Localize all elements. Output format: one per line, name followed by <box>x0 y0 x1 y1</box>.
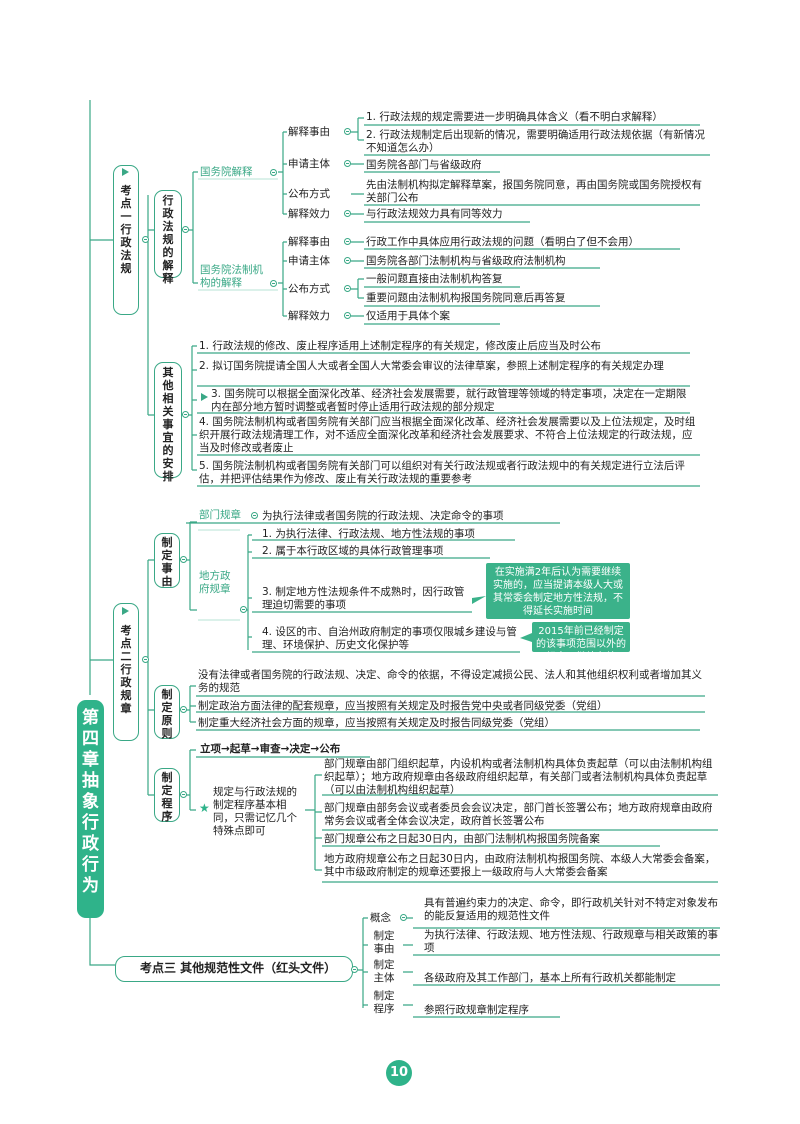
callout-df-item-3: 在实施满2年后认为需要继续实施的，应当提请本级人大或其常委会制定地方性法规，不得… <box>486 563 630 619</box>
fz-xl: 仅适用于具体个案 <box>366 310 450 322</box>
fz-fs-label: 公布方式 <box>288 283 330 295</box>
k1-interp-label: 行政法规的解释 <box>162 194 174 285</box>
collapse-icon[interactable] <box>142 656 149 663</box>
df-item-3: 3. 制定地方性法规条件不成熟时，因行政管理迫切需要的事项 <box>262 586 465 611</box>
gw-sy-label: 解释事由 <box>288 126 330 138</box>
principle-item-1: 没有法律或者国务院的行政法规、决定、命令的依据，不得设定减损公民、法人和其他组织… <box>198 669 702 694</box>
other-item-5: 5. 国务院法制机构或者国务院有关部门可以组织对有关行政法规或者行政法规中的有关… <box>199 460 685 485</box>
procedure-item-4: 地方政府规章公布之日起30日内，由政府法制机构报国务院、本级人大常委会备案，其中… <box>324 853 716 878</box>
df-label: 地方政府规章 <box>199 570 231 595</box>
collapse-icon[interactable] <box>344 285 351 292</box>
fz-xl-label: 解释效力 <box>288 310 330 322</box>
collapse-icon[interactable] <box>400 914 407 921</box>
flag-icon <box>201 393 208 401</box>
fz-zt: 国务院各部门法制机构与省级政府法制机构 <box>366 255 566 267</box>
flag-icon <box>122 607 129 615</box>
k3-concept-text: 具有普遍约束力的决定、命令，即行政机关针对不特定对象发布的能反复适用的规范性文件 <box>424 897 718 922</box>
collapse-icon[interactable] <box>344 312 351 319</box>
chapter-title: 第四章 抽象行政行为 <box>82 708 99 896</box>
k3-subject-text: 各级政府及其工作部门，基本上所有行政机关都能制定 <box>424 972 676 984</box>
fz-fs-1: 一般问题直接由法制机构答复 <box>366 273 503 285</box>
procedure-note: 规定与行政法规的制定程序基本相同，只需记忆几个特殊点即可 <box>213 786 297 837</box>
bm-reason: 为执行法律或者国务院的行政法规、决定命令的事项 <box>262 510 504 522</box>
k1-interp-box: 行政法规的解释 <box>154 190 182 285</box>
k3-procedure-text: 参照行政规章制定程序 <box>424 1004 529 1016</box>
collapse-icon[interactable] <box>344 257 351 264</box>
gw-interp-label: 国务院解释 <box>200 166 253 178</box>
k2-reason-label: 制定事由 <box>161 536 173 588</box>
bm-label: 部门规章 <box>199 509 241 521</box>
fz-zt-label: 申请主体 <box>288 255 330 267</box>
other-item-4: 4. 国务院法制机构或者国务院有关部门应当根据全面深化改革、经济社会发展需要以及… <box>199 416 696 454</box>
procedure-item-2: 部门规章由部务会议或者委员会会议决定，部门首长签署公布；地方政府规章由政府常务会… <box>324 802 713 827</box>
gw-xl-label: 解释效力 <box>288 208 330 220</box>
k3-reason-label: 制定事由 <box>373 930 395 955</box>
collapse-icon[interactable] <box>251 512 258 519</box>
gw-fs: 先由法制机构拟定解释草案，报国务院同意，再由国务院或国务院授权有关部门公布 <box>366 179 702 204</box>
k2-procedure-label: 制定程序 <box>161 771 173 823</box>
collapse-icon[interactable] <box>180 706 187 713</box>
collapse-icon[interactable] <box>180 556 187 563</box>
collapse-icon[interactable] <box>270 169 277 176</box>
gw-xl: 与行政法规效力具有同等效力 <box>366 208 503 220</box>
principle-item-2: 制定政治方面法律的配套规章，应当按照有关规定及时报告党中央或者同级党委（党组） <box>198 700 608 712</box>
k2-principle-box: 制定原则 <box>154 685 180 740</box>
k2-procedure-box: 制定程序 <box>154 768 180 823</box>
principle-item-3: 制定重大经济社会方面的规章，应当按照有关规定及时报告同级党委（党组） <box>198 717 555 729</box>
k2-reason-box: 制定事由 <box>154 533 180 588</box>
df-item-2: 2. 属于本行政区域的具体行政管理事项 <box>262 545 444 557</box>
page-number: 10 <box>386 1060 412 1086</box>
k3-title: 考点三 其他规范性文件（红头文件） <box>140 961 337 975</box>
other-item-3: 3. 国务院可以根据全面深化改革、经济社会发展需要，就行政管理等领域的特定事项，… <box>211 388 687 413</box>
k3-procedure-label: 制定程序 <box>373 990 395 1015</box>
fz-sy: 行政工作中具体应用行政法规的问题（看明白了但不会用） <box>366 236 639 248</box>
procedure-item-3: 部门规章公布之日起30日内，由部门法制机构报国务院备案 <box>324 833 600 845</box>
k3-reason-text: 为执行法律、行政法规、地方性法规、行政规章与相关政策的事项 <box>424 929 718 954</box>
collapse-icon[interactable] <box>270 280 277 287</box>
flag-icon <box>122 168 129 176</box>
fz-fs-2: 重要问题由法制机构报国务院同意后再答复 <box>366 292 566 304</box>
k1-other-box: 其他相关事宜的安排 <box>154 362 182 483</box>
gw-sy-item-2: 2. 行政法规制定后出现新的情况，需要明确适用行政法规依据（有新情况不知道怎么办… <box>366 129 705 154</box>
collapse-icon[interactable] <box>344 238 351 245</box>
collapse-icon[interactable] <box>351 966 358 973</box>
collapse-icon[interactable] <box>240 606 247 613</box>
k1-title: 考点一 行政法规 <box>120 184 132 275</box>
collapse-icon[interactable] <box>142 236 149 243</box>
collapse-icon[interactable] <box>344 210 351 217</box>
other-item-1: 1. 行政法规的修改、废止程序适用上述制定程序的有关规定，修改废止后应当及时公布 <box>199 340 601 352</box>
fz-sy-label: 解释事由 <box>288 236 330 248</box>
other-item-2: 2. 拟订国务院提请全国人大或者全国人大常委会审议的法律草案，参照上述制定程序的… <box>199 360 664 372</box>
collapse-icon[interactable] <box>182 226 189 233</box>
df-item-1: 1. 为执行法律、行政法规、地方性法规的事项 <box>262 528 475 540</box>
collapse-icon[interactable] <box>344 160 351 167</box>
gw-zt: 国务院各部门与省级政府 <box>366 159 482 171</box>
k3-title-box: 考点三 其他规范性文件（红头文件） <box>115 956 353 982</box>
k1-other-label: 其他相关事宜的安排 <box>162 366 174 483</box>
k2-principle-label: 制定原则 <box>161 688 173 740</box>
callout-df-item-4: 2015年前已经制定的该事项范围以外的规章，继续有效 <box>532 622 630 663</box>
k3-subject-label: 制定主体 <box>373 959 395 984</box>
gw-zt-label: 申请主体 <box>288 158 330 170</box>
collapse-icon[interactable] <box>182 411 189 418</box>
star-icon: ★ <box>199 801 210 815</box>
procedure-flow: 立项→起草→审查→决定→公布 <box>200 743 341 755</box>
collapse-icon[interactable] <box>344 128 351 135</box>
gw-sy-item-1: 1. 行政法规的规定需要进一步明确具体含义（看不明白求解释） <box>366 111 663 123</box>
gw-fs-label: 公布方式 <box>288 188 330 200</box>
collapse-icon[interactable] <box>180 791 187 798</box>
procedure-item-1: 部门规章由部门组织起草，内设机构或者法制机构具体负责起草（可以由法制机构组织起草… <box>324 758 713 796</box>
k3-concept-label: 概念 <box>370 912 391 924</box>
fz-interp-label: 国务院法制机构的解释 <box>200 264 263 289</box>
k2-title-box: 考点二 行政规章 <box>113 603 139 741</box>
df-item-4: 4. 设区的市、自治州政府制定的事项仅限城乡建设与管理、环境保护、历史文化保护等 <box>262 626 517 651</box>
k1-title-box: 考点一 行政法规 <box>113 165 139 315</box>
k2-title: 考点二 行政规章 <box>120 624 132 715</box>
chapter-title-box: 第四章 抽象行政行为 <box>77 700 104 918</box>
